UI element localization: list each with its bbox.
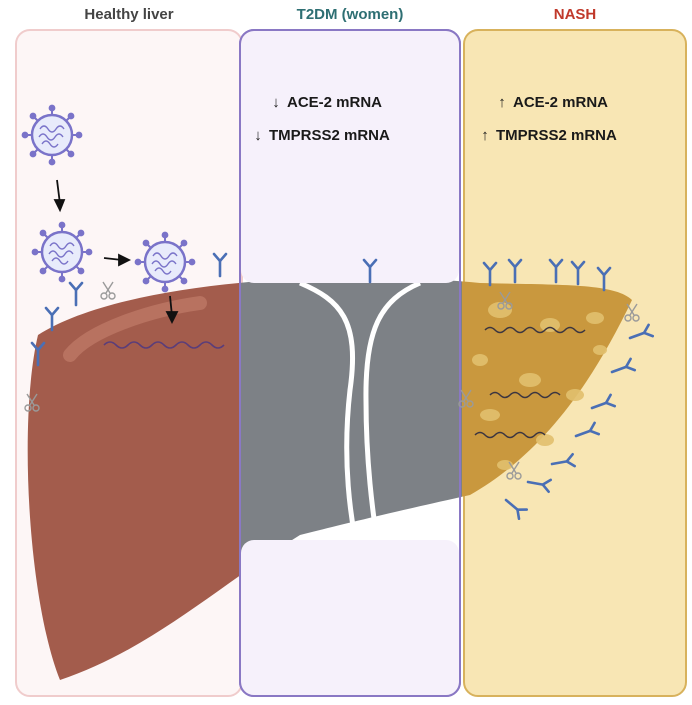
virus-icon [31, 221, 93, 283]
t2dm-title: T2DM (women) [296, 6, 404, 23]
tmprss2-label: TMPRSS2 mRNA [496, 127, 617, 144]
virus-icon [134, 231, 196, 293]
t2dm-liver [240, 277, 462, 576]
down-arrow-icon: ↓ [254, 127, 262, 144]
ace2-label: ACE-2 mRNA [287, 94, 383, 111]
entry-arrows [53, 179, 179, 325]
up-arrow-icon: ↑ [498, 94, 506, 111]
nash-ace2-annotation: ↑ ACE-2 mRNA [494, 94, 608, 111]
down-arrow-icon: ↓ [272, 94, 280, 111]
virus-icon [21, 104, 83, 166]
nash-tmprss2-annotation: ↑ TMPRSS2 mRNA [477, 127, 617, 144]
t2dm-panel-border [239, 29, 461, 697]
t2dm-ace2-annotation: ↓ ACE-2 mRNA [268, 94, 382, 111]
healthy-liver-title: Healthy liver [84, 6, 174, 23]
nash-title: NASH [553, 6, 597, 23]
t2dm-tmprss2-annotation: ↓ TMPRSS2 mRNA [250, 127, 390, 144]
healthy-liver [27, 282, 240, 680]
ace2-label: ACE-2 mRNA [513, 94, 609, 111]
t2dm-panel-bottom [241, 540, 459, 695]
tmprss2-label: TMPRSS2 mRNA [269, 127, 390, 144]
t2dm-panel-top [241, 31, 459, 283]
up-arrow-icon: ↑ [481, 127, 489, 144]
